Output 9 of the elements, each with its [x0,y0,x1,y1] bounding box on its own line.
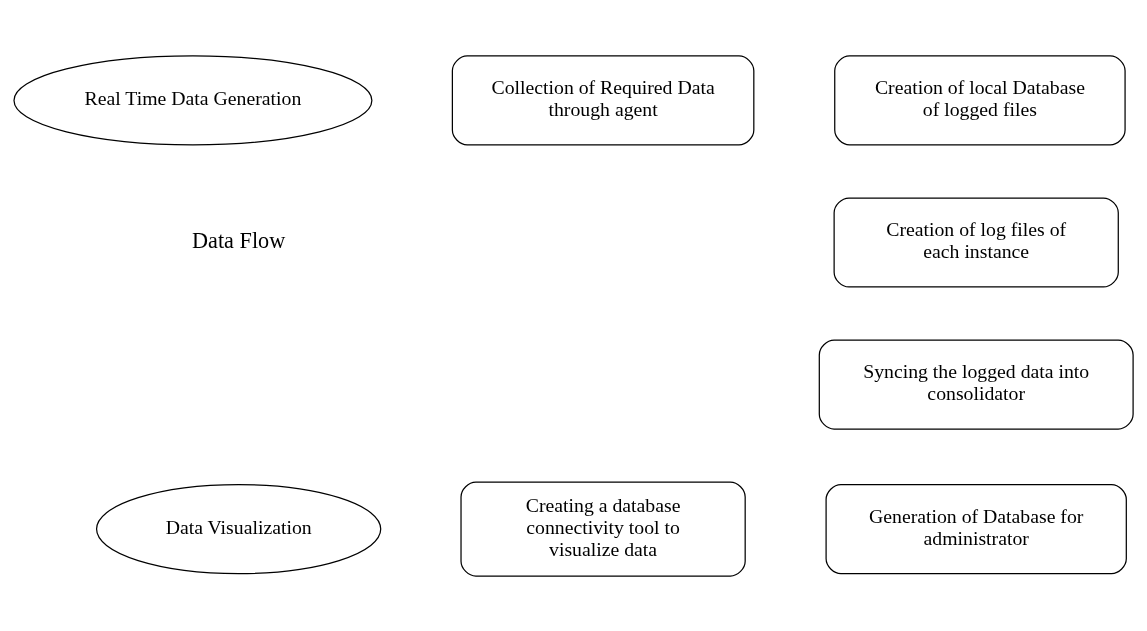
node-ellipse: Real Time Data Generation [13,54,373,145]
node-box: Collection of Required Data through agent [451,54,755,145]
node-box: Creation of log files of each instance [833,196,1119,288]
label: Data Flow [192,227,286,253]
node-box: Creation of local Database of logged files [834,54,1126,145]
node-box: Creating a database connectivity tool to visualize data [460,481,746,577]
node-ellipse: Data Visualization [95,483,382,574]
node-box: Syncing the logged data into consolidator [818,338,1134,430]
node-box: Generation of Database for administrator [825,483,1127,574]
